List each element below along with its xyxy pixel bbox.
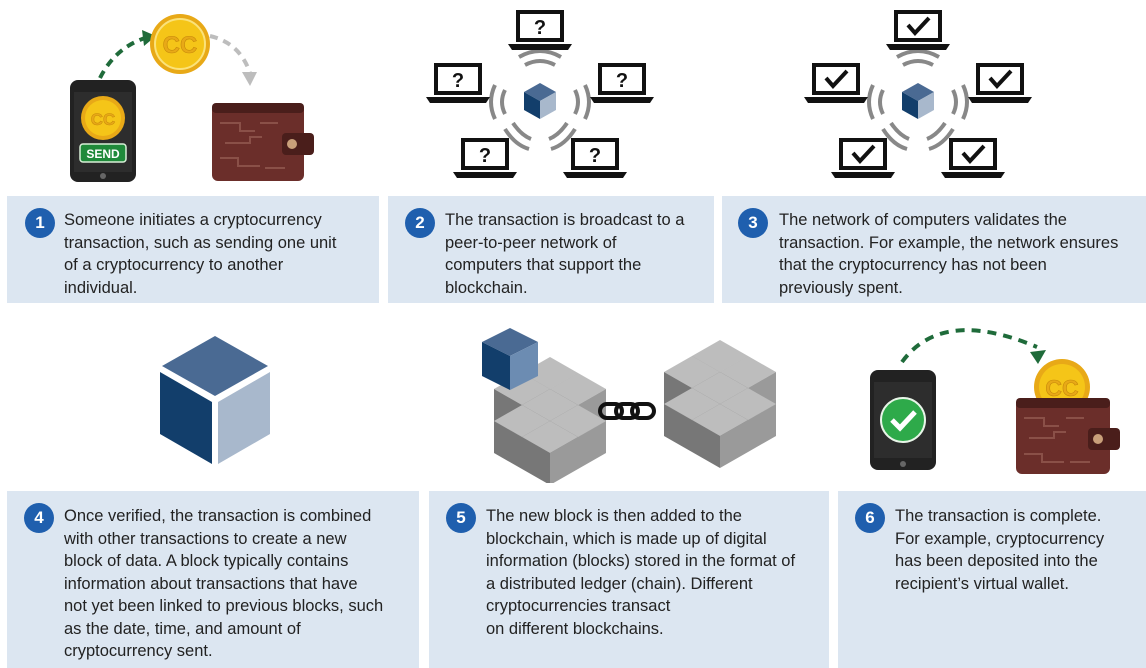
checkmark-icon xyxy=(880,397,926,443)
send-button-label: SEND xyxy=(86,147,120,161)
step-1-card: 1 Someone initiates a cryptocurrency tra… xyxy=(7,196,379,303)
laptop-check-icon xyxy=(939,136,1007,180)
laptop-icon: ? xyxy=(426,63,490,103)
step-2-illustration: ? ? ? ? ? xyxy=(425,5,655,185)
svg-text:?: ? xyxy=(452,70,464,92)
step-3-description: The network of computers validates the t… xyxy=(779,211,1119,297)
wallet-icon xyxy=(212,103,314,181)
step-5-number-badge: 5 xyxy=(446,503,476,533)
laptop-check-icon xyxy=(829,136,897,180)
step-5-description: The new block is then added to the block… xyxy=(486,507,796,638)
step-5-card: 5 The new block is then added to the blo… xyxy=(429,491,829,668)
step-1-number-badge: 1 xyxy=(25,208,55,238)
signal-waves-icon xyxy=(489,49,591,151)
step-6-description: The transaction is complete. For example… xyxy=(895,507,1105,593)
phone-icon xyxy=(870,370,936,470)
svg-text:CC: CC xyxy=(91,110,116,129)
step-3-illustration xyxy=(803,5,1033,185)
block-cube-icon xyxy=(902,83,934,119)
step-3-number-badge: 3 xyxy=(738,208,768,238)
svg-text:?: ? xyxy=(479,145,491,167)
send-arrow-down-icon xyxy=(209,34,252,74)
svg-text:?: ? xyxy=(616,70,628,92)
laptop-check-icon xyxy=(803,61,870,105)
laptop-icon: ? xyxy=(563,138,627,178)
step-2-number-badge: 2 xyxy=(405,208,435,238)
step-5-illustration xyxy=(480,318,790,483)
block-cube-icon xyxy=(160,336,270,464)
step-4-description: Once verified, the transaction is combin… xyxy=(64,507,384,660)
step-2-card: 2 The transaction is broadcast to a peer… xyxy=(388,196,714,303)
phone-icon: CC SEND xyxy=(70,80,136,182)
laptop-check-icon xyxy=(966,61,1033,105)
laptop-icon: ? xyxy=(453,138,517,178)
send-arrow-up-icon xyxy=(98,36,146,79)
wallet-icon: CC xyxy=(1016,359,1120,474)
step-4-illustration xyxy=(150,330,280,470)
new-block-cube-icon xyxy=(482,328,538,390)
step-3-card: 3 The network of computers validates the… xyxy=(722,196,1146,303)
step-6-card: 6 The transaction is complete. For examp… xyxy=(838,491,1146,668)
block-cube-icon xyxy=(524,83,556,119)
laptop-icon: ? xyxy=(508,10,572,50)
step-1-description: Someone initiates a cryptocurrency trans… xyxy=(64,211,337,297)
coin-label: CC xyxy=(163,32,198,59)
step-2-description: The transaction is broadcast to a peer-t… xyxy=(445,211,685,297)
laptop-icon: ? xyxy=(590,63,654,103)
step-6-illustration: CC xyxy=(862,312,1126,477)
block-cluster-icon xyxy=(664,340,776,468)
step-6-number-badge: 6 xyxy=(855,503,885,533)
transfer-arrow-icon xyxy=(900,328,1038,364)
step-4-card: 4 Once verified, the transaction is comb… xyxy=(7,491,419,668)
svg-text:?: ? xyxy=(534,17,546,39)
chain-link-icon xyxy=(598,402,656,420)
svg-text:CC: CC xyxy=(1045,375,1078,401)
coin-icon: CC xyxy=(150,14,210,74)
step-1-illustration: CC CC SEND xyxy=(60,8,340,188)
signal-waves-icon xyxy=(867,49,969,151)
step-4-number-badge: 4 xyxy=(24,503,54,533)
svg-text:?: ? xyxy=(589,145,601,167)
laptop-check-icon xyxy=(884,8,952,52)
